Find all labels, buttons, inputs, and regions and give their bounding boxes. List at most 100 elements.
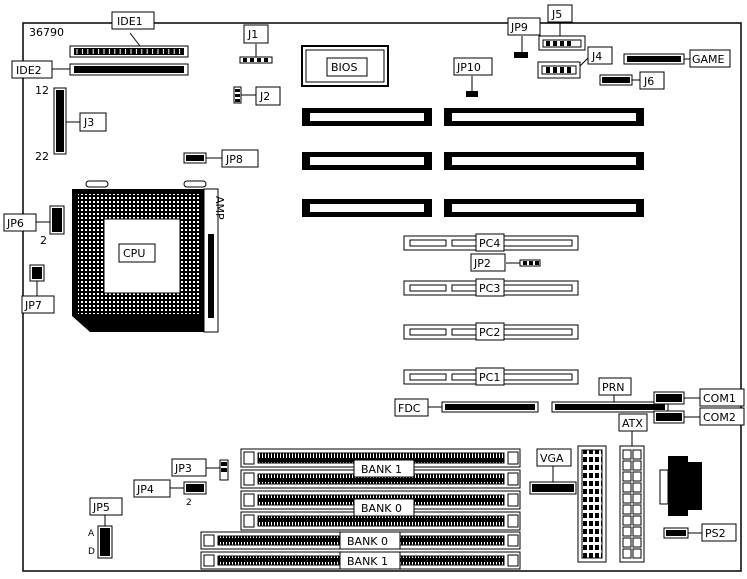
jp3-label: JP3 [174, 462, 192, 475]
svg-text:BANK 1: BANK 1 [361, 463, 402, 476]
j4-connector: J4 [537, 46, 613, 79]
atx-pin [632, 526, 642, 537]
atx-pin [622, 460, 632, 471]
fdc-label: FDC [398, 402, 421, 415]
jp9-header: JP9 [507, 17, 541, 58]
ide2-label: IDE2 [11, 60, 70, 79]
rear-io-connector [659, 456, 702, 516]
upper-slot-1-right [444, 108, 644, 126]
jp2-label: JP2 [473, 257, 491, 270]
jp7-label: JP7 [24, 299, 42, 312]
atx-pin [632, 460, 642, 471]
ps2-label: PS2 [705, 527, 726, 540]
bank0-lower-label: BANK 0 [339, 531, 401, 550]
atx-pin [622, 548, 632, 559]
pc1-label: PC1 [479, 371, 500, 384]
svg-text:BANK 0: BANK 0 [347, 535, 388, 548]
jp6-upper-label: JP6 [6, 217, 24, 230]
pc3-slot: PC3 [403, 278, 579, 297]
svg-text:BANK 1: BANK 1 [347, 555, 388, 568]
pc3-label: PC3 [479, 282, 500, 295]
jp5-label: JP5 [92, 501, 110, 514]
svg-text:IDE2: IDE2 [16, 64, 42, 77]
j3-label: J3 [83, 116, 94, 129]
vga-label: VGA [540, 452, 564, 465]
j2-label: J2 [259, 90, 270, 103]
upper-slot-3-right [444, 199, 644, 217]
upper-slot-3-left [302, 199, 432, 217]
vga-header: VGA [529, 448, 577, 495]
j6-header: J6 [599, 71, 665, 90]
ide2-connector [69, 63, 189, 76]
jp3-header: JP3 [171, 458, 229, 481]
com2-label: COM2 [703, 411, 736, 424]
atx-pin [632, 471, 642, 482]
amp-label: AMP [213, 196, 226, 220]
atx-pin [622, 526, 632, 537]
atx-pin [632, 537, 642, 548]
ide1-connector [69, 45, 189, 58]
ide1-label: IDE1 [111, 11, 155, 47]
jp5-pin-a: A [88, 529, 95, 539]
j4-label: J4 [591, 50, 602, 63]
bank0-upper-label: BANK 0 [353, 498, 415, 517]
upper-slot-2-right [444, 152, 644, 170]
atx-pin [632, 548, 642, 559]
jp10-label: JP10 [456, 61, 481, 74]
j5-label: J5 [551, 8, 562, 21]
atx-pin [622, 449, 632, 460]
upper-slot-2-left [302, 152, 432, 170]
jp4-label: JP4 [136, 483, 154, 496]
atx-pin [622, 504, 632, 515]
jp7-header: JP7 [21, 264, 55, 314]
j1-header: J1 [239, 24, 273, 64]
jp5-pin-d: D [88, 547, 95, 557]
jp10-header: JP10 [453, 57, 493, 97]
upper-slot-1-left [302, 108, 432, 126]
pc2-slot: PC2 [403, 322, 579, 341]
jp6-pin-2: 2 [40, 234, 47, 247]
game-label: GAME [692, 53, 725, 66]
svg-text:BANK 0: BANK 0 [361, 502, 402, 515]
j3-pin-22: 22 [35, 150, 49, 163]
game-port: GAME [623, 49, 731, 68]
j5-connector: J5 [538, 4, 586, 51]
ps2-header: PS2 [663, 523, 737, 542]
j3-header: 12 22 J3 [35, 84, 107, 163]
cpu-label: CPU [123, 247, 145, 260]
pc1-slot: PC1 [403, 367, 579, 386]
atx-pin [622, 537, 632, 548]
atx-pin [632, 493, 642, 504]
atx-label: ATX [622, 417, 643, 430]
atx-pin [632, 515, 642, 526]
bank1-upper-label: BANK 1 [353, 459, 415, 478]
jp2-header: JP2 [470, 253, 541, 272]
atx-pin [622, 471, 632, 482]
atx-pin [622, 482, 632, 493]
j3-pin-12: 12 [35, 84, 49, 97]
atx-pin [622, 515, 632, 526]
j2-header: J2 [233, 86, 281, 106]
jp8-label: JP8 [225, 153, 243, 166]
model-number: 36790 [29, 26, 64, 39]
atx-pin [632, 504, 642, 515]
j1-label: J1 [247, 28, 258, 41]
jp6-header-upper: 2 JP6 [3, 205, 65, 247]
atx-pin [632, 449, 642, 460]
j6-label: J6 [643, 75, 654, 88]
bios-chip: BIOS [301, 45, 389, 87]
fdc-connector: FDC [394, 398, 539, 417]
bank1-lower-label: BANK 1 [339, 551, 401, 570]
bank-slot-4 [240, 511, 521, 531]
svg-text:IDE1: IDE1 [117, 15, 143, 28]
jp8-header: JP8 [183, 149, 259, 168]
pc2-label: PC2 [479, 326, 500, 339]
com2-header: COM2 [653, 407, 745, 426]
prn-label: PRN [602, 381, 625, 394]
pc4-slot: PC4 [403, 233, 579, 252]
jp4-pin-2: 2 [186, 498, 192, 508]
com1-header: COM1 [653, 388, 745, 407]
atx-pin [622, 493, 632, 504]
